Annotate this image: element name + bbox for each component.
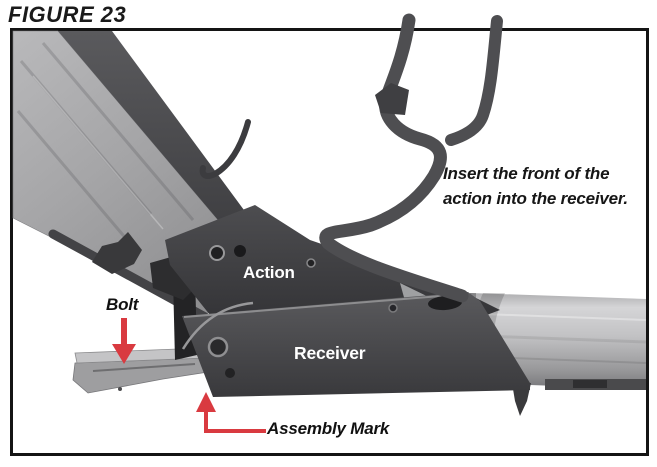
instruction-line-2: action into the receiver. — [443, 189, 628, 208]
receiver-top-edge-highlight — [183, 293, 466, 318]
receiver-front-highlight — [181, 301, 254, 350]
hammer-shape — [92, 232, 142, 274]
lever-right-prong-shape — [445, 15, 503, 146]
screw-icon — [207, 336, 229, 358]
action-screws — [209, 245, 316, 268]
action-label: Action — [243, 263, 295, 282]
sling-stud-shape — [512, 383, 531, 416]
figure-title: FIGURE 23 — [8, 2, 127, 27]
assembly-mark-arrow — [196, 392, 266, 433]
lever-shape — [319, 13, 469, 303]
bolt-label: Bolt — [106, 295, 139, 314]
receiver-screws — [207, 303, 398, 378]
photo-frame — [10, 13, 649, 456]
bolt-down-arrow — [112, 318, 136, 364]
receiver-label: Receiver — [294, 343, 366, 363]
screw-icon — [388, 303, 398, 313]
screw-icon — [209, 245, 225, 261]
screw-hole-icon — [234, 245, 246, 257]
carrier-shape — [150, 255, 200, 300]
instruction-text: Insert the front of the action into the … — [443, 161, 653, 211]
receiver-shape — [182, 292, 530, 397]
bolt-side-shape — [72, 357, 209, 394]
instruction-line-1: Insert the front of the — [443, 164, 610, 183]
rifle-illustration — [12, 13, 647, 433]
screw-icon — [306, 258, 316, 268]
trigger-shape — [199, 119, 251, 179]
screw-hole-icon — [225, 368, 235, 378]
magazine-strip-notch — [573, 380, 607, 388]
lever-thumb-cap-shape — [375, 83, 409, 115]
assembly-mark-label: Assembly Mark — [267, 419, 390, 438]
bolt-pin — [118, 387, 122, 391]
upper-tang-shape — [58, 31, 272, 272]
bolt-slot — [92, 363, 196, 372]
